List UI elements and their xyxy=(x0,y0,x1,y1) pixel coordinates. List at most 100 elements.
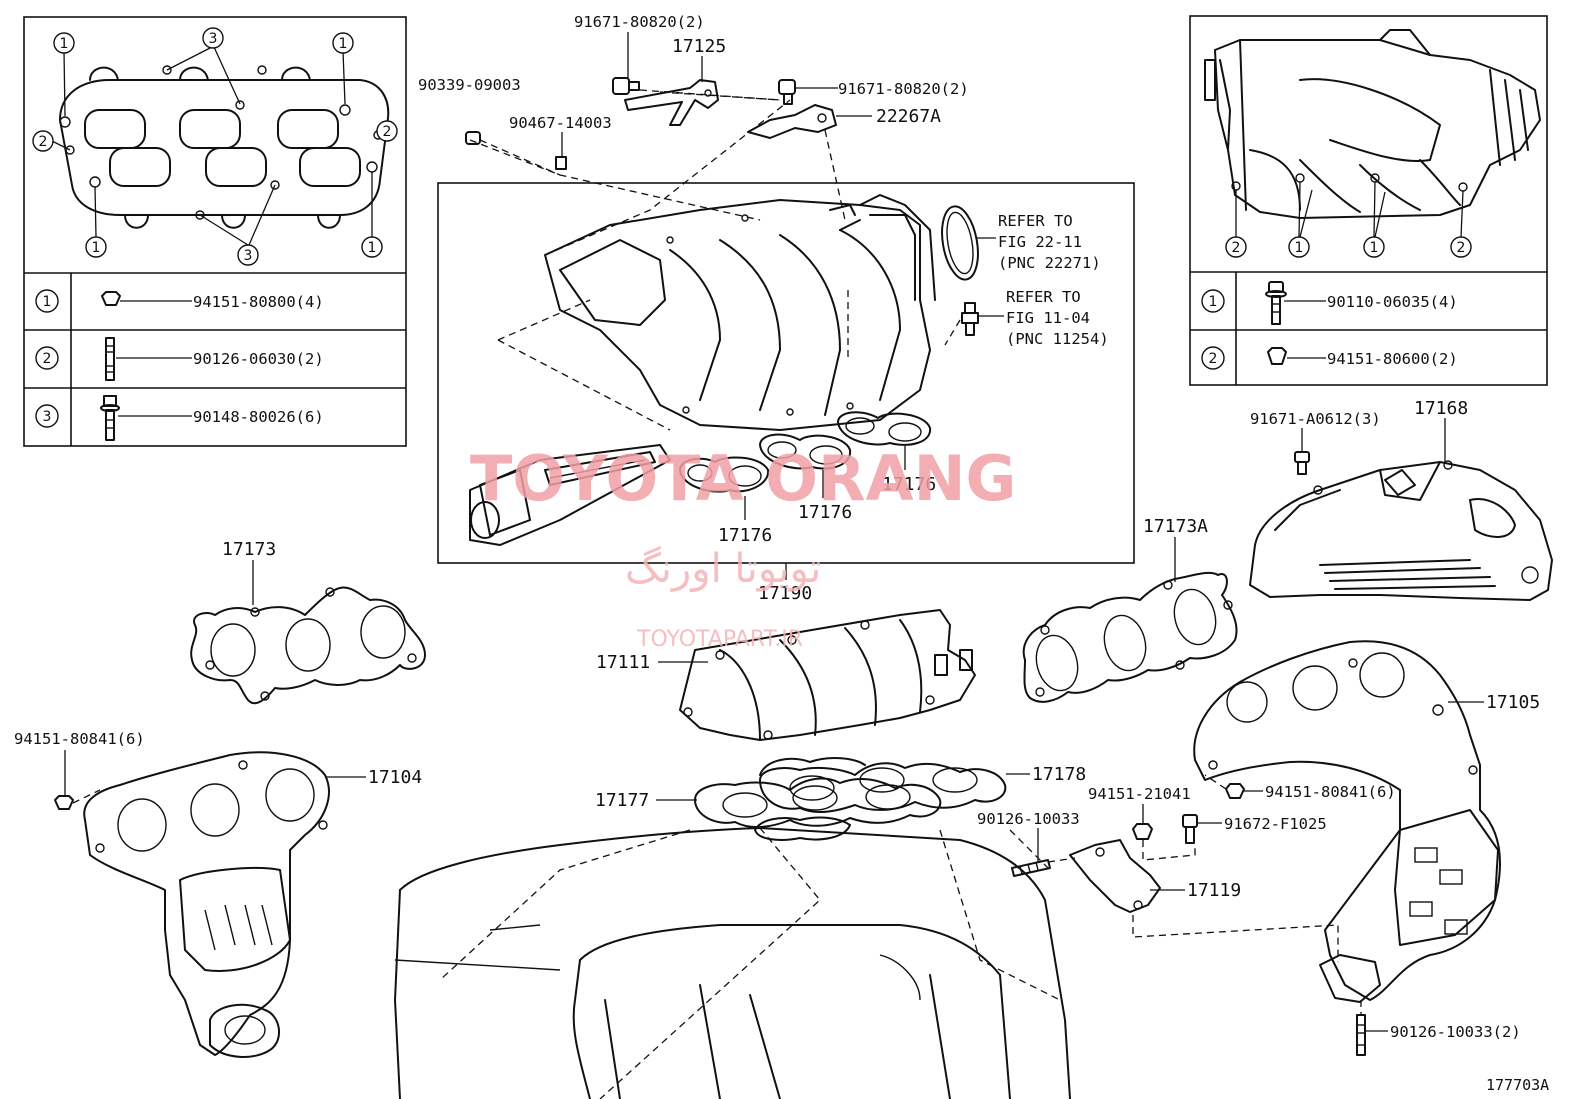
svg-text:3: 3 xyxy=(244,248,253,264)
intake-gasket-upper-drawing xyxy=(754,757,866,841)
label-17178: 17178 xyxy=(1032,764,1086,785)
intake-plenum-drawing xyxy=(544,194,936,431)
label-17125: 17125 xyxy=(672,36,726,57)
svg-text:2: 2 xyxy=(1209,351,1218,367)
intake-gasket-17177-drawing xyxy=(694,777,942,828)
label-17173a: 17173A xyxy=(1143,516,1208,537)
exhaust-manifold-17105-drawing xyxy=(1193,640,1501,1003)
label-pnc-11254: (PNC 11254) xyxy=(1006,330,1109,348)
label-22267a: 22267A xyxy=(876,106,941,127)
callout-3-bottom: 3 xyxy=(237,244,259,266)
right-inset-panel: 2 1 1 2 1 90110-06035(4) 2 94151-80600 xyxy=(1189,15,1548,386)
label-91671-80820-right: 91671-80820(2) xyxy=(838,80,969,98)
bracket-17119-drawing xyxy=(1069,839,1161,913)
label-91671-a0612: 91671-A0612(3) xyxy=(1250,410,1381,428)
svg-text:1: 1 xyxy=(368,240,377,256)
intake-plenum-group xyxy=(437,91,1135,580)
label-17176-b: 17176 xyxy=(798,502,852,523)
intake-control-valve-drawing xyxy=(469,444,671,546)
svg-text:1: 1 xyxy=(339,36,348,52)
gasket-17176-a xyxy=(679,456,770,493)
gasket-17176-b xyxy=(759,433,852,470)
label-17190: 17190 xyxy=(758,583,812,604)
label-17119: 17119 xyxy=(1187,880,1241,901)
nut-icon xyxy=(1267,347,1287,365)
watermark-text-url: TOYOTAPART.IR xyxy=(636,627,803,652)
callout-2-right: 2 xyxy=(376,120,398,142)
svg-text:1: 1 xyxy=(92,240,101,256)
svg-text:3: 3 xyxy=(43,409,52,425)
watermark-text-english: TOYOTA ORANG xyxy=(470,442,1016,515)
label-17168: 17168 xyxy=(1414,398,1468,419)
label-refer-to-2: REFER TO xyxy=(1006,288,1081,306)
label-fig-11-04: FIG 11-04 xyxy=(1006,309,1090,327)
bolt-icon xyxy=(1265,281,1287,325)
svg-text:2: 2 xyxy=(1457,240,1466,256)
svg-text:1: 1 xyxy=(1295,240,1304,256)
label-refer-to-1: REFER TO xyxy=(998,212,1073,230)
watermark-text-persian: تویوتا اورنگ xyxy=(625,546,821,592)
intake-gasket-detail-drawing xyxy=(59,65,390,229)
label-17104: 17104 xyxy=(368,767,422,788)
nut-icon xyxy=(101,291,121,306)
label-94151-80841-left: 94151-80841(6) xyxy=(14,730,145,748)
callout-3-top: 3 xyxy=(202,27,224,49)
callout-1-top-left: 1 xyxy=(53,32,75,54)
nut-94151-80841-right-drawing xyxy=(1225,783,1245,799)
label-17173: 17173 xyxy=(222,539,276,560)
pin-90339-drawing xyxy=(465,131,481,145)
stud-bolt-icon xyxy=(105,337,115,381)
svg-text:2: 2 xyxy=(43,351,52,367)
label-pnc-22271: (PNC 22271) xyxy=(998,254,1101,272)
callout-1-top-right: 1 xyxy=(332,32,354,54)
left-table-row-2: 2 90126-06030(2) xyxy=(35,337,324,381)
label-fig-22-11: FIG 22-11 xyxy=(998,233,1082,251)
callout-2-left: 2 xyxy=(32,130,54,152)
label-91672-f1025: 91672-F1025 xyxy=(1224,815,1327,833)
callout-1-inset-a: 1 xyxy=(1288,236,1310,258)
svg-text:1: 1 xyxy=(1209,294,1218,310)
nut-94151-80841-left-drawing xyxy=(54,795,74,810)
right-table-row-1: 1 90110-06035(4) xyxy=(1201,281,1458,325)
label-90339-09003: 90339-09003 xyxy=(418,76,521,94)
svg-text:2: 2 xyxy=(39,134,48,150)
label-17177: 17177 xyxy=(595,790,649,811)
bolt-91671-a0612-drawing xyxy=(1294,451,1310,475)
bolt-91671-top-drawing xyxy=(612,77,640,95)
bolt-91672-f1025-drawing xyxy=(1182,814,1198,844)
svg-text:90126-06030(2): 90126-06030(2) xyxy=(193,350,324,368)
left-inset-panel: 1 3 1 2 2 1 3 1 1 94151-80800(4) 2 xyxy=(23,16,407,447)
svg-text:2: 2 xyxy=(383,124,392,140)
bolt-91671-right-drawing xyxy=(778,79,796,105)
svg-text:1: 1 xyxy=(60,36,69,52)
exhaust-manifold-17104-drawing xyxy=(83,751,330,1058)
label-90126-10033: 90126-10033 xyxy=(977,810,1080,828)
label-17105: 17105 xyxy=(1486,692,1540,713)
label-90467-14003: 90467-14003 xyxy=(509,114,612,132)
stud-90126-10033-right-drawing xyxy=(1356,1014,1366,1056)
heat-shield-17168-drawing xyxy=(1249,460,1553,601)
svg-text:2: 2 xyxy=(1232,240,1241,256)
figure-id: 177703A xyxy=(1486,1076,1549,1094)
label-94151-21041: 94151-21041 xyxy=(1088,785,1191,803)
label-90126-10033-2: 90126-10033(2) xyxy=(1390,1023,1521,1041)
svg-text:1: 1 xyxy=(43,294,52,310)
label-17176-a: 17176 xyxy=(718,525,772,546)
stud-90126-10033-drawing xyxy=(1011,859,1051,877)
manifold-side-detail-drawing xyxy=(1204,29,1541,219)
engine-block-outline xyxy=(394,827,1071,1099)
label-91671-80820-top: 91671-80820(2) xyxy=(574,13,705,31)
bracket-22267a-drawing xyxy=(747,104,837,139)
callout-2-right-inset: 2 xyxy=(1450,236,1472,258)
label-17111: 17111 xyxy=(596,652,650,673)
svg-text:1: 1 xyxy=(1370,240,1379,256)
svg-text:3: 3 xyxy=(209,31,218,47)
left-table-row-1: 1 94151-80800(4) xyxy=(35,289,324,313)
exhaust-gasket-17173-drawing xyxy=(190,586,426,705)
flange-bolt-icon xyxy=(100,395,120,441)
gasket-17176-c xyxy=(837,411,932,446)
intake-gasket-17178-drawing xyxy=(759,762,1007,813)
exhaust-gasket-17173a-drawing xyxy=(1022,571,1238,703)
callout-2-left-inset: 2 xyxy=(1225,236,1247,258)
